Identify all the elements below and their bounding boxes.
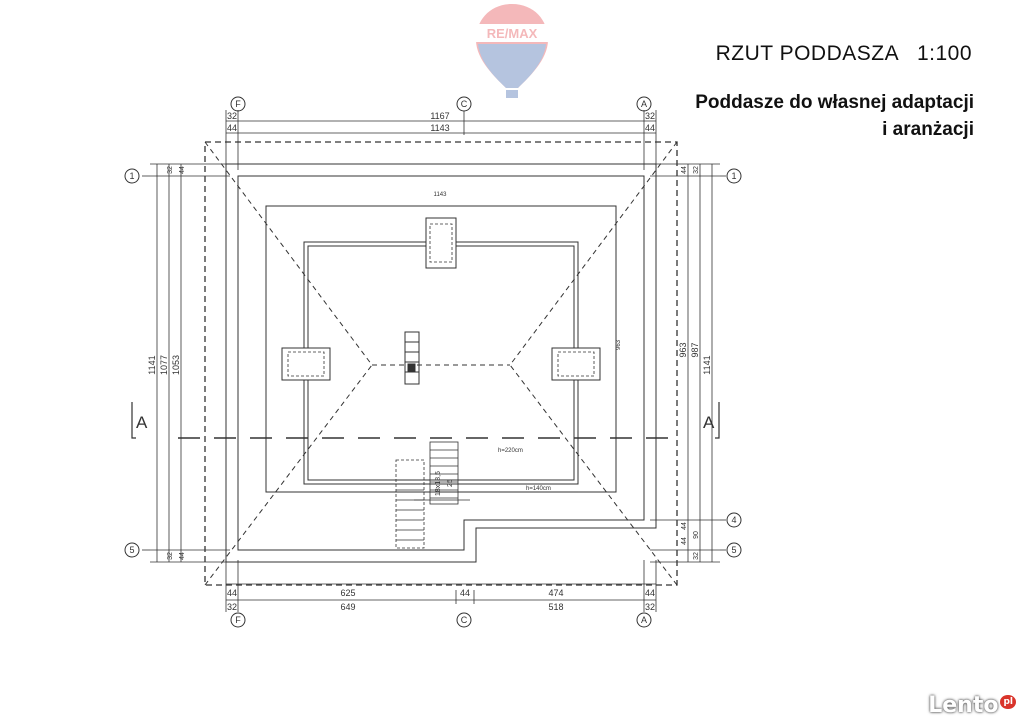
balloon-logo-icon: RE/MAX	[476, 4, 548, 98]
dim-left-3: 1053	[171, 355, 181, 375]
dimension-lines-side	[142, 163, 726, 563]
dim-top-side-left-a: 32	[227, 111, 237, 121]
logo-text: RE/MAX	[487, 26, 538, 41]
exterior-walls	[225, 163, 657, 563]
dim-top-outer: 1167	[430, 111, 449, 121]
dim-left-small-3: 32	[167, 552, 174, 560]
dim-inner-height: 963	[616, 339, 622, 350]
page-subtitle: Poddasze do własnej adaptacji i aranżacj…	[695, 89, 974, 143]
dim-right-1: 963	[678, 342, 688, 357]
dim-right-small-1: 44	[681, 166, 688, 174]
axis-label-top-a: A	[641, 99, 647, 109]
dim-left-1: 1141	[147, 355, 157, 374]
dim-right-small-2: 32	[693, 166, 700, 174]
stairs	[395, 441, 470, 549]
dim-top-side-right-b: 44	[645, 123, 655, 133]
dim-bottom-5: 44	[645, 588, 655, 598]
dim-top-side-right-a: 32	[645, 111, 655, 121]
stair-label: 18x18,5	[435, 471, 442, 496]
dim-right-small-3: 44	[681, 522, 688, 530]
axis-label-bottom-c: C	[461, 615, 468, 625]
dim-right-small-6: 32	[693, 552, 700, 560]
stair-label-2: 25	[447, 479, 454, 487]
dimension-lines-top	[225, 110, 657, 612]
dim-top-side-left-b: 44	[227, 123, 237, 133]
dim-bottom-7: 649	[340, 602, 355, 612]
dim-bottom-4: 474	[548, 588, 563, 598]
knee-wall	[303, 241, 579, 485]
axis-label-right-1: 1	[731, 171, 736, 181]
dim-right-small-5: 90	[693, 531, 700, 539]
dim-right-2: 987	[690, 342, 700, 357]
dim-bottom-8: 518	[548, 602, 563, 612]
axis-label-right-5: 5	[731, 545, 736, 555]
dim-left-small-2: 44	[179, 166, 186, 174]
roof-hip-lines	[204, 141, 678, 586]
section-mark-left: A	[136, 413, 148, 432]
dim-left-small-1: 32	[167, 166, 174, 174]
watermark-suffix: pl	[1000, 694, 1016, 709]
watermark-text: Lento	[928, 693, 999, 718]
section-mark-right: A	[703, 413, 715, 432]
height-220-label: h=220cm	[498, 448, 523, 454]
dim-left-2: 1077	[159, 355, 169, 375]
dim-right-small-4: 44	[681, 537, 688, 545]
roof-windows	[281, 217, 601, 381]
section-markers	[131, 402, 720, 439]
dim-left-small-4: 44	[179, 552, 186, 560]
height-140-label: h=140cm	[526, 486, 551, 492]
dim-bottom-1: 44	[227, 588, 237, 598]
axis-label-left-1: 1	[129, 171, 134, 181]
dim-inner-width: 1143	[434, 192, 448, 198]
axis-label-top-c: C	[461, 99, 468, 109]
subtitle-line-2: i aranżacji	[882, 119, 974, 140]
dim-bottom-3: 44	[460, 588, 470, 598]
axis-label-bottom-f: F	[235, 615, 241, 625]
dim-top-inner: 1143	[430, 123, 449, 133]
axis-label-right-4: 4	[731, 515, 736, 525]
dim-bottom-9: 32	[645, 602, 655, 612]
dim-bottom-2: 625	[340, 588, 355, 598]
axis-label-bottom-a: A	[641, 615, 647, 625]
page-title: RZUT PODDASZA 1:100	[715, 42, 972, 65]
roof-outline	[204, 141, 678, 586]
dim-bottom-6: 32	[227, 602, 237, 612]
axis-label-top-f: F	[235, 99, 241, 109]
axis-label-left-5: 5	[129, 545, 134, 555]
dim-right-3: 1141	[702, 355, 712, 374]
subtitle-line-1: Poddasze do własnej adaptacji	[695, 92, 974, 113]
roof-windows-inner	[287, 223, 595, 377]
chimney	[404, 331, 420, 385]
